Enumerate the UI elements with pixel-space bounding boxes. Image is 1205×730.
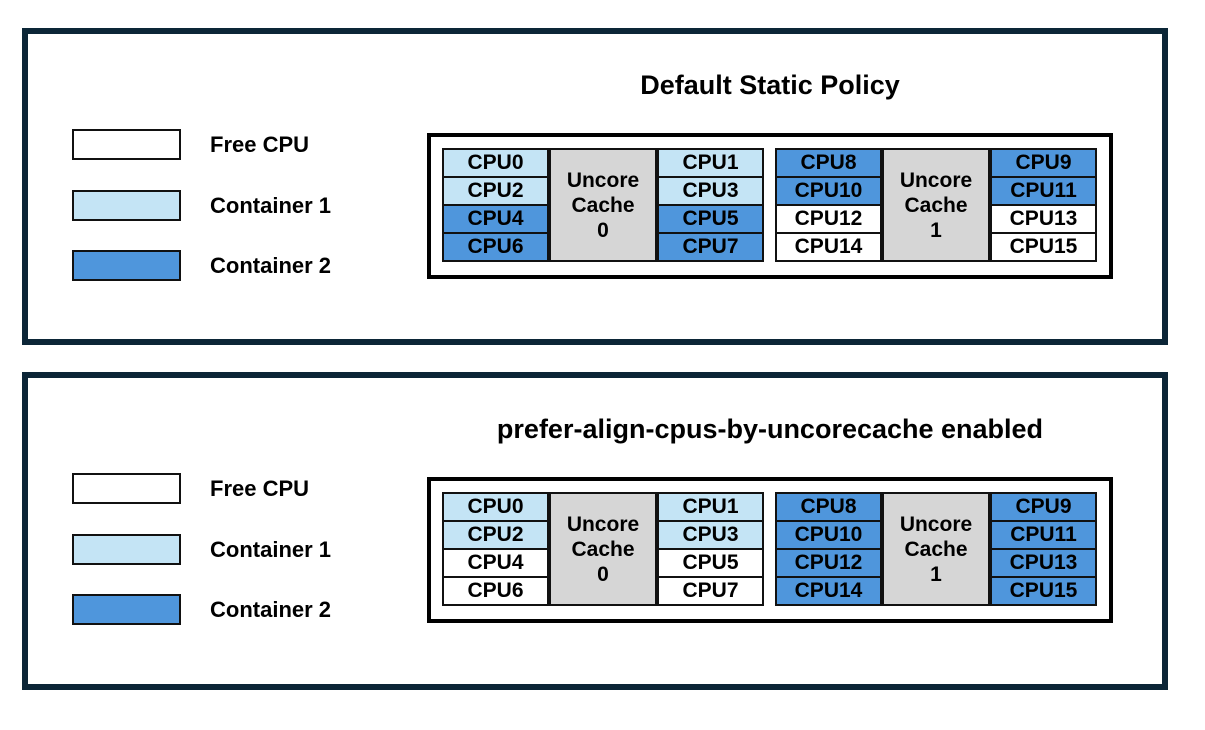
uncore-cache-group-0: CPU0 CPU2 CPU4 CPU6 Uncore Cache 0 CPU1 … <box>442 148 765 264</box>
cpu-cell: CPU14 <box>775 232 882 262</box>
cpu-cell: CPU14 <box>775 576 882 606</box>
legend-label: Container 2 <box>210 596 332 622</box>
cpu-cell: CPU8 <box>775 492 882 522</box>
uncore-cache-block-1: Uncore Cache 1 <box>882 148 990 262</box>
legend-swatch-container-1 <box>72 190 181 221</box>
cpu-cell: CPU3 <box>657 176 764 206</box>
cpu-column-left: CPU8 CPU10 CPU12 CPU14 <box>775 148 882 262</box>
cache-label-line: Uncore <box>566 512 640 536</box>
policy-panel-uncorecache-enabled: prefer-align-cpus-by-uncorecache enabled… <box>22 372 1168 690</box>
cpu-column-left: CPU0 CPU2 CPU4 CPU6 <box>442 492 549 606</box>
cpu-column-right: CPU1 CPU3 CPU5 CPU7 <box>657 492 764 606</box>
legend-item-container-2: Container 2 <box>72 594 331 625</box>
cpu-column-right: CPU9 CPU11 CPU13 CPU15 <box>990 492 1097 606</box>
panel-title: Default Static Policy <box>640 70 900 100</box>
cpu-cell: CPU12 <box>775 548 882 578</box>
cpu-cell: CPU15 <box>990 576 1097 606</box>
legend-label: Container 2 <box>210 252 332 278</box>
cpu-cell: CPU8 <box>775 148 882 178</box>
cpu-cell: CPU1 <box>657 492 764 522</box>
cpu-cell: CPU2 <box>442 520 549 550</box>
cpu-column-right: CPU1 CPU3 CPU5 CPU7 <box>657 148 764 262</box>
cpu-cell: CPU11 <box>990 176 1097 206</box>
cpu-cell: CPU0 <box>442 492 549 522</box>
cpu-cell: CPU15 <box>990 232 1097 262</box>
cpu-cell: CPU4 <box>442 204 549 234</box>
legend-label: Free CPU <box>210 475 310 501</box>
uncore-cache-group-1: CPU8 CPU10 CPU12 CPU14 Uncore Cache 1 CP… <box>775 492 1098 608</box>
cpu-cell: CPU1 <box>657 148 764 178</box>
uncore-cache-block-0: Uncore Cache 0 <box>549 492 657 606</box>
cpu-cell: CPU11 <box>990 520 1097 550</box>
cpu-cell: CPU10 <box>775 176 882 206</box>
cpu-cell: CPU7 <box>657 232 764 262</box>
cache-label-line: 0 <box>597 218 609 242</box>
legend-swatch-container-2 <box>72 250 181 281</box>
cpu-cell: CPU13 <box>990 548 1097 578</box>
cpu-cell: CPU12 <box>775 204 882 234</box>
legend-swatch-free-cpu <box>72 473 181 504</box>
cpu-cell: CPU7 <box>657 576 764 606</box>
cache-label-line: 1 <box>930 562 942 586</box>
legend-item-container-1: Container 1 <box>72 190 331 221</box>
uncore-cache-block-1: Uncore Cache 1 <box>882 492 990 606</box>
cpu-cell: CPU6 <box>442 232 549 262</box>
legend-item-container-1: Container 1 <box>72 534 331 565</box>
cpu-cell: CPU5 <box>657 548 764 578</box>
cpu-cell: CPU6 <box>442 576 549 606</box>
cache-label-line: Uncore <box>899 512 973 536</box>
cache-label-line: Uncore <box>899 168 973 192</box>
cpu-cell: CPU2 <box>442 176 549 206</box>
legend-swatch-container-1 <box>72 534 181 565</box>
cpu-cell: CPU10 <box>775 520 882 550</box>
cpu-cell: CPU9 <box>990 492 1097 522</box>
cache-label-line: Cache <box>571 193 635 217</box>
cache-label-line: Cache <box>904 537 968 561</box>
cpu-column-left: CPU0 CPU2 CPU4 CPU6 <box>442 148 549 262</box>
panel-title: prefer-align-cpus-by-uncorecache enabled <box>496 414 1044 444</box>
legend-label: Container 1 <box>210 192 332 218</box>
cpu-cell: CPU3 <box>657 520 764 550</box>
cache-label-line: 0 <box>597 562 609 586</box>
legend-item-container-2: Container 2 <box>72 250 331 281</box>
cpu-cell: CPU0 <box>442 148 549 178</box>
uncore-cache-group-1: CPU8 CPU10 CPU12 CPU14 Uncore Cache 1 CP… <box>775 148 1098 264</box>
uncore-cache-block-0: Uncore Cache 0 <box>549 148 657 262</box>
cache-label-line: 1 <box>930 218 942 242</box>
cpu-topology-diagram: CPU0 CPU2 CPU4 CPU6 Uncore Cache 0 CPU1 … <box>427 477 1113 623</box>
cache-label-line: Cache <box>904 193 968 217</box>
legend-swatch-free-cpu <box>72 129 181 160</box>
cpu-cell: CPU5 <box>657 204 764 234</box>
cache-label-line: Uncore <box>566 168 640 192</box>
policy-panel-default-static: Default Static Policy Free CPU Container… <box>22 28 1168 345</box>
legend-swatch-container-2 <box>72 594 181 625</box>
cpu-cell: CPU13 <box>990 204 1097 234</box>
legend-label: Free CPU <box>210 131 310 157</box>
cpu-column-left: CPU8 CPU10 CPU12 CPU14 <box>775 492 882 606</box>
cache-label-line: Cache <box>571 537 635 561</box>
legend-label: Container 1 <box>210 536 332 562</box>
cpu-cell: CPU9 <box>990 148 1097 178</box>
cpu-column-right: CPU9 CPU11 CPU13 CPU15 <box>990 148 1097 262</box>
legend-item-free-cpu: Free CPU <box>72 129 309 160</box>
cpu-cell: CPU4 <box>442 548 549 578</box>
legend-item-free-cpu: Free CPU <box>72 473 309 504</box>
cpu-topology-diagram: CPU0 CPU2 CPU4 CPU6 Uncore Cache 0 CPU1 … <box>427 133 1113 279</box>
uncore-cache-group-0: CPU0 CPU2 CPU4 CPU6 Uncore Cache 0 CPU1 … <box>442 492 765 608</box>
